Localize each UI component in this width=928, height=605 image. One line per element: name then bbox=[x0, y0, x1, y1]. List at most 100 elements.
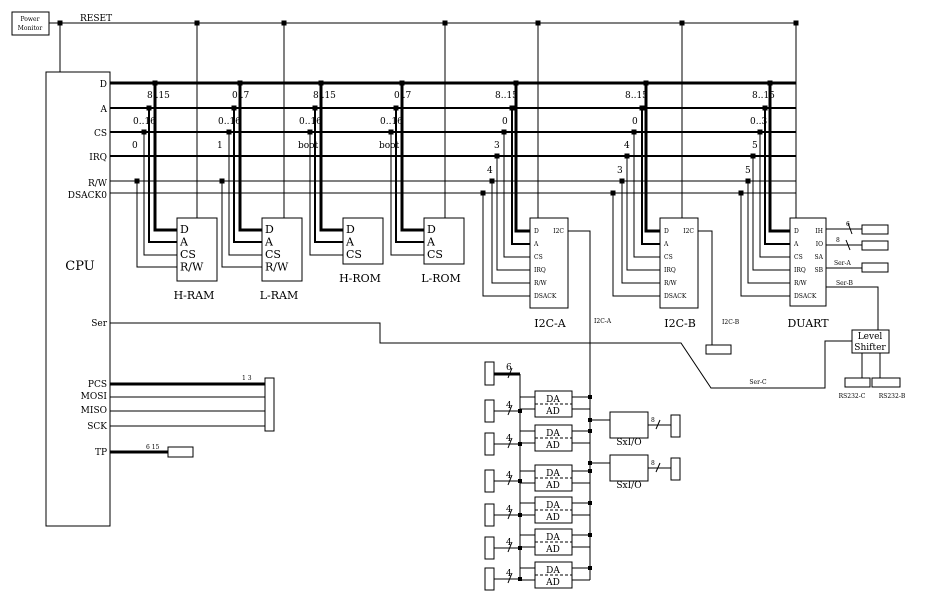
junction-dot bbox=[762, 105, 768, 111]
duart-bus-branch bbox=[759, 132, 790, 258]
junction-dot bbox=[237, 80, 243, 86]
dsack-branch bbox=[612, 193, 660, 297]
bus-width-label: 1 3 bbox=[242, 375, 252, 382]
chip-pin-label: D bbox=[265, 223, 274, 236]
rw-branch bbox=[221, 181, 262, 268]
address-branch bbox=[395, 108, 424, 243]
reset-label: RESET bbox=[80, 14, 112, 24]
chip-pin-label: D bbox=[534, 228, 539, 235]
cpu-pin-label: PCS bbox=[88, 380, 107, 390]
bus-width-label: 8 bbox=[651, 417, 655, 424]
width-slash bbox=[655, 419, 661, 430]
irq-label: 3 bbox=[617, 166, 623, 176]
data-range-label: 8..15 bbox=[313, 91, 336, 101]
power-monitor-label: Power bbox=[21, 16, 40, 23]
junction-dot bbox=[738, 190, 744, 196]
io-connector bbox=[484, 469, 495, 493]
cpu-pin-label: D bbox=[100, 80, 107, 90]
junction-dot bbox=[588, 533, 592, 537]
i2c-chip-i2c-a bbox=[529, 217, 569, 309]
duart-bus-branch bbox=[747, 181, 790, 284]
converter-label: AD bbox=[545, 407, 560, 417]
junction-dot bbox=[518, 479, 522, 483]
width-slash bbox=[507, 474, 513, 486]
cpu-pin-label: Ser bbox=[91, 319, 107, 329]
junction-dot bbox=[501, 129, 507, 135]
io-connector bbox=[484, 536, 495, 560]
cs-branch bbox=[390, 132, 424, 256]
chip-select-label: boot bbox=[298, 141, 319, 151]
cs-branch bbox=[309, 132, 343, 256]
junction-dot bbox=[318, 80, 324, 86]
converter-label: DA bbox=[546, 395, 560, 405]
ser-label: Ser-C bbox=[749, 379, 767, 386]
junction-dot bbox=[518, 409, 522, 413]
junction-dot bbox=[793, 20, 799, 26]
chip-pin-label: IH bbox=[815, 228, 823, 235]
junction-dot bbox=[399, 80, 405, 86]
chip-pin-label: IRQ bbox=[534, 267, 546, 274]
width-slash bbox=[507, 367, 513, 379]
chip-pin-label: R/W bbox=[265, 261, 289, 274]
junction-dot bbox=[141, 129, 147, 135]
irq-label: 5 bbox=[745, 166, 751, 176]
duart-bus-branch bbox=[752, 156, 790, 271]
address-range-label: 0..16 bbox=[133, 117, 156, 127]
cs-branch bbox=[503, 132, 530, 258]
io-connector bbox=[484, 567, 495, 591]
chip-pin-label: I2C bbox=[683, 228, 694, 235]
bus-width-label: 6 15 bbox=[146, 444, 160, 451]
address-branch bbox=[148, 108, 177, 243]
address-branch bbox=[511, 108, 530, 245]
junction-dot bbox=[393, 105, 399, 111]
chip-select-label: 3 bbox=[494, 141, 500, 151]
rw-branch bbox=[491, 181, 530, 284]
width-slash bbox=[507, 404, 513, 416]
chip-pin-label: CS bbox=[664, 254, 673, 261]
sxio-connector bbox=[670, 457, 681, 481]
level-shifter-label: Shifter bbox=[854, 343, 886, 353]
chip-pin-label: D bbox=[664, 228, 669, 235]
junction-dot bbox=[750, 153, 756, 159]
width-slash bbox=[507, 508, 513, 520]
chip-pin-label: A bbox=[663, 241, 669, 248]
cs-branch bbox=[633, 132, 660, 258]
bus-width-label: 4 bbox=[506, 434, 512, 444]
cs-branch bbox=[143, 132, 177, 256]
junction-dot bbox=[745, 178, 751, 184]
junction-dot bbox=[588, 461, 592, 465]
cpu-label: CPU bbox=[65, 259, 94, 274]
i2c-a-bus bbox=[568, 230, 591, 580]
chip-pin-label: CS bbox=[265, 248, 281, 261]
i2c-bus-label: I2C-B bbox=[722, 319, 740, 326]
chip-pin-label: A bbox=[264, 236, 274, 249]
chip-pin-label: R/W bbox=[180, 261, 204, 274]
chip-pin-label: DSACK bbox=[794, 293, 817, 300]
converter-label: DA bbox=[546, 501, 560, 511]
chip-pin-label: IO bbox=[816, 241, 823, 248]
chip-pin-label: CS bbox=[180, 248, 196, 261]
level-shifter-label: Level bbox=[858, 332, 883, 342]
chip-pin-label: SB bbox=[814, 267, 823, 274]
memory-chip-l-ram bbox=[261, 217, 303, 282]
junction-dot bbox=[194, 20, 200, 26]
junction-dot bbox=[513, 80, 519, 86]
bus-width-label: 4 bbox=[506, 505, 512, 515]
converter-label: AD bbox=[545, 578, 560, 588]
data-range-label: 8..15 bbox=[147, 91, 170, 101]
junction-dot bbox=[442, 20, 448, 26]
junction-dot bbox=[679, 20, 685, 26]
chip-pin-label: A bbox=[179, 236, 189, 249]
address-branch bbox=[314, 108, 343, 243]
width-slash bbox=[847, 222, 853, 235]
junction-dot bbox=[767, 80, 773, 86]
i2c-b-bus bbox=[698, 230, 713, 345]
sxio-box bbox=[609, 411, 649, 439]
chip-select-label: boot bbox=[379, 141, 400, 151]
ih-connector bbox=[861, 224, 889, 235]
address-range-label: 0..16 bbox=[380, 117, 403, 127]
rs232-c-connector bbox=[844, 377, 871, 388]
ser-c-line bbox=[110, 322, 852, 389]
converter-label: DA bbox=[546, 469, 560, 479]
bus-width-label: 4 bbox=[506, 471, 512, 481]
